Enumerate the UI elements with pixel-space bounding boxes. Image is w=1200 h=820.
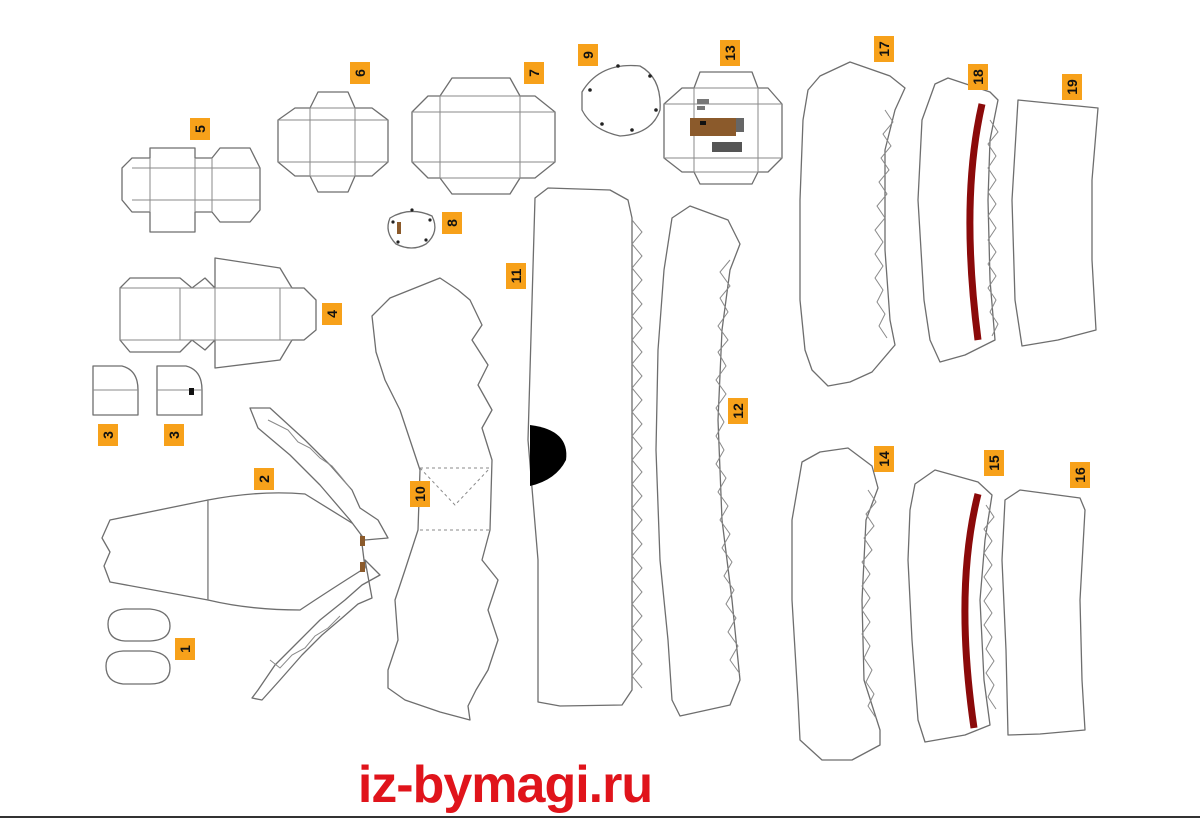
svg-text:6: 6 (352, 69, 368, 77)
svg-text:15: 15 (986, 455, 1002, 471)
svg-text:8: 8 (444, 219, 460, 227)
part-16-strip (1001, 489, 1086, 736)
label-7: 7 (524, 62, 544, 84)
svg-text:19: 19 (1064, 79, 1080, 95)
part-9-disc (581, 64, 661, 137)
svg-text:12: 12 (730, 403, 746, 419)
label-13: 13 (720, 40, 740, 66)
label-1: 1 (175, 638, 195, 660)
svg-text:4: 4 (324, 310, 340, 318)
svg-text:10: 10 (412, 486, 428, 502)
part-19-strip (1011, 99, 1099, 347)
part-6-box-net (277, 91, 389, 193)
svg-text:7: 7 (526, 69, 542, 77)
part-4-box-net (119, 257, 317, 369)
label-2: 2 (254, 468, 274, 490)
label-4: 4 (322, 303, 342, 325)
label-15: 15 (984, 450, 1004, 476)
part-1-feet (105, 608, 171, 685)
label-19: 19 (1062, 74, 1082, 100)
label-14: 14 (874, 446, 894, 472)
label-11: 11 (506, 263, 526, 289)
part-7-box-net (411, 77, 556, 195)
part-12-curved-strip (655, 205, 741, 717)
svg-text:5: 5 (192, 125, 208, 133)
part-17-curved-strip (799, 61, 906, 387)
svg-text:17: 17 (876, 41, 892, 57)
part-10-band (371, 277, 499, 721)
label-3a: 3 (98, 424, 118, 446)
part-3-left (92, 365, 139, 416)
label-17: 17 (874, 36, 894, 62)
site-watermark: iz-bymagi.ru (357, 756, 653, 814)
svg-text:2: 2 (256, 475, 272, 483)
svg-text:16: 16 (1072, 467, 1088, 483)
label-10: 10 (410, 481, 430, 507)
svg-text:3: 3 (166, 431, 182, 439)
part-3-right (156, 365, 203, 416)
part-18-curved-strip (917, 77, 999, 363)
part-13-box-net (663, 71, 783, 185)
svg-text:14: 14 (876, 451, 892, 467)
label-18: 18 (968, 64, 988, 90)
part-14-curved-strip (791, 447, 881, 761)
part-labels: 1 2 3 3 4 5 6 7 8 9 10 11 12 13 14 15 16… (98, 36, 1090, 660)
label-9: 9 (578, 44, 598, 66)
svg-text:1: 1 (177, 645, 193, 653)
svg-text:13: 13 (722, 45, 738, 61)
bottom-rule (0, 816, 1200, 818)
part-11-strip (527, 187, 643, 707)
part-2-body-arms (101, 407, 389, 701)
label-6: 6 (350, 62, 370, 84)
part-15-curved-strip (907, 469, 997, 743)
svg-text:18: 18 (970, 69, 986, 85)
label-8: 8 (442, 212, 462, 234)
label-5: 5 (190, 118, 210, 140)
svg-text:3: 3 (100, 431, 116, 439)
svg-text:9: 9 (580, 51, 596, 59)
label-3b: 3 (164, 424, 184, 446)
label-12: 12 (728, 398, 748, 424)
label-16: 16 (1070, 462, 1090, 488)
part-5-box-net (121, 147, 261, 233)
part-8-nose (387, 208, 436, 249)
svg-text:11: 11 (508, 268, 524, 283)
